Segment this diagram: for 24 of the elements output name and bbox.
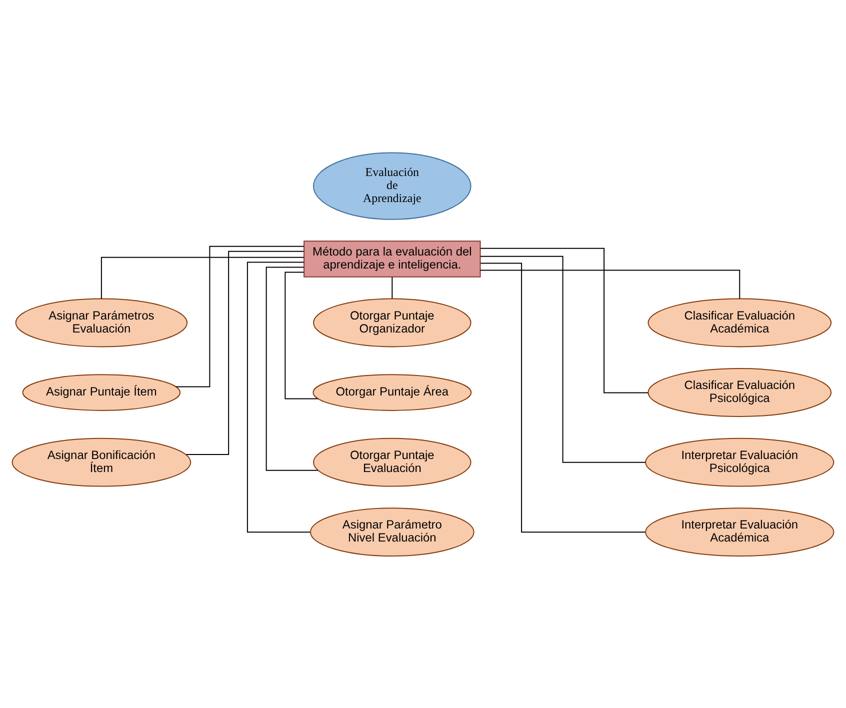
connector — [176, 245, 304, 387]
node-ellipse: Otorgar Puntaje Evaluación — [313, 437, 472, 486]
connector — [480, 269, 740, 299]
node-ellipse: Clasificar Evaluación Académica — [648, 298, 832, 347]
node-ellipse: Asignar Puntaje Ítem — [22, 374, 181, 410]
connector — [186, 250, 304, 454]
node-ellipse: Otorgar Puntaje Organizador — [313, 298, 472, 347]
node-ellipse: Otorgar Puntaje Área — [312, 374, 472, 410]
node-box: Método para la evaluación del aprendizaje e inteligencia. — [304, 240, 481, 277]
node-ellipse: Asignar Parámetros Evaluación — [15, 298, 188, 347]
connector — [284, 271, 318, 399]
node-ellipse: Asignar Parámetro Nivel Evaluación — [310, 507, 474, 556]
connector — [392, 276, 393, 298]
node-ellipse: Clasificar Evaluación Psicológica — [648, 368, 832, 416]
node-ellipse: Asignar Bonificación Ítem — [12, 437, 192, 486]
connector — [480, 247, 649, 393]
connector — [266, 266, 318, 470]
node-ellipse: Interpretar Evaluación Académica — [645, 507, 834, 556]
connector — [246, 261, 311, 532]
connector — [100, 256, 304, 299]
connector — [480, 255, 646, 462]
node-ellipse: Interpretar Evaluación Psicológica — [645, 437, 834, 486]
connector — [480, 262, 646, 532]
node-ellipse: Evaluación de Aprendizaje — [313, 152, 472, 220]
